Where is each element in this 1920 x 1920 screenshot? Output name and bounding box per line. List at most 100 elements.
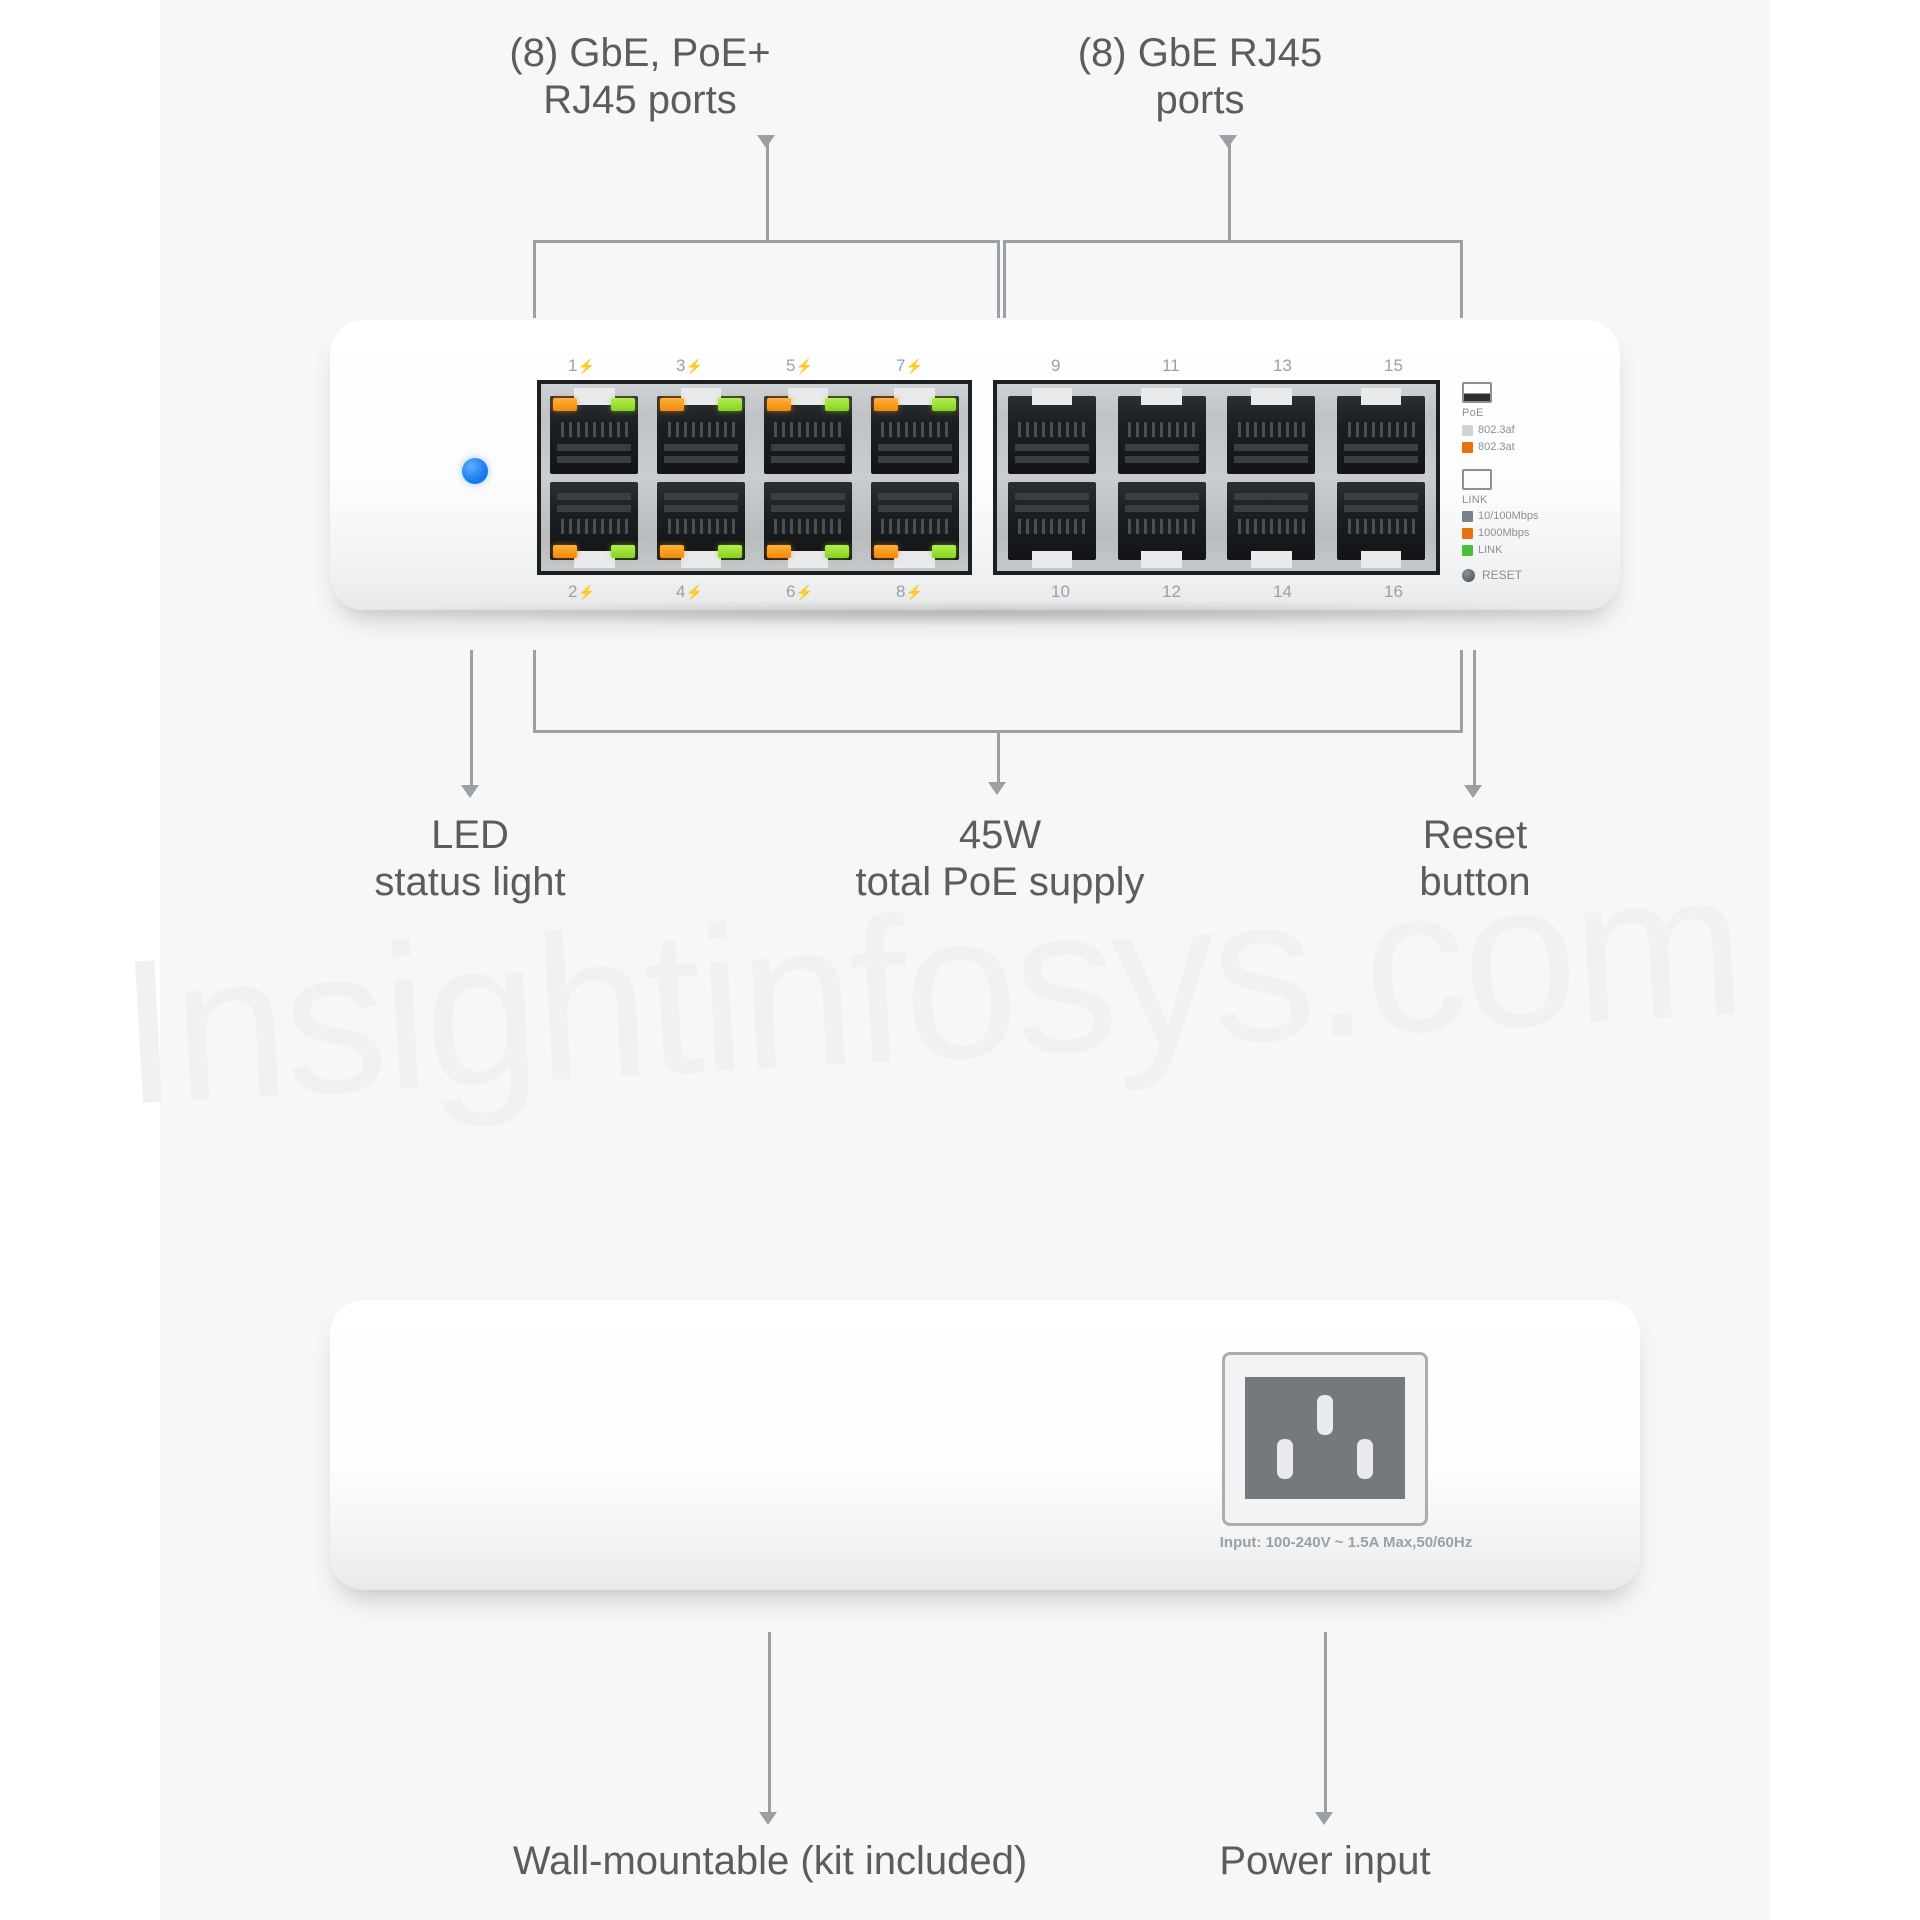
leader-poe-drop [766,192,769,242]
port-label-2: 2⚡ [568,582,595,601]
port-label-6: 6⚡ [786,582,813,601]
rj45-port-9[interactable] [1007,387,1096,474]
poe-bolt-icon: ⚡ [905,358,923,374]
callout-reset: Reset button [1419,813,1531,905]
port-label-12: 12 [1162,582,1181,601]
leader-reset-stem [1473,650,1476,790]
callout-poe-ports: (8) GbE, PoE+ RJ45 ports [509,31,771,123]
iec-pin-ground [1317,1395,1333,1435]
callout-power-input: Power input [1219,1839,1431,1883]
rj45-port-12[interactable] [1117,481,1206,568]
port-label-15: 15 [1384,356,1403,375]
rj45-port-1[interactable] [550,387,639,474]
rj45-port-13[interactable] [1227,387,1316,474]
port-led-poe [873,544,898,558]
poe-bolt-icon: ⚡ [577,584,595,600]
rj45-port-6[interactable] [763,481,852,568]
port-label-11: 11 [1162,356,1180,375]
legend-swatch-icon [1462,424,1473,436]
rj45-port-2[interactable] [550,481,639,568]
leader-gbe-right-leg [1460,240,1463,318]
port-led-poe [766,544,791,558]
legend-swatch-icon [1462,544,1473,556]
port-label-1: 1⚡ [568,356,595,375]
legend-key: 10/100Mbps [1462,509,1592,524]
rj45-port-14[interactable] [1227,481,1316,568]
leader-gbe-arrow [1219,135,1237,148]
poe-bolt-icon: ⚡ [795,358,813,374]
port-label-13: 13 [1273,356,1292,375]
legend-block-link: LINK 10/100Mbps 1000Mbps LINK [1462,468,1592,558]
poe-bolt-icon: ⚡ [577,358,595,374]
port-led-poe [873,397,898,411]
rj45-port-8[interactable] [870,481,959,568]
port-led-poe [660,397,685,411]
gbe-port-row-bottom [997,474,1436,568]
legend-key-label: 802.3af [1478,423,1515,436]
rj45-port-7[interactable] [870,387,959,474]
port-led-link [931,544,956,558]
rj45-port-16[interactable] [1337,481,1426,568]
rj45-port-15[interactable] [1337,387,1426,474]
iec-pin-neutral [1357,1439,1373,1479]
legend-key-label: LINK [1478,544,1503,557]
port-led-link [931,397,956,411]
leader-poe-left-leg [533,240,536,318]
port-led-poe [660,544,685,558]
port-led-link [824,544,849,558]
legend-key: 802.3at [1462,440,1592,455]
port-label-10: 10 [1051,582,1070,601]
page-margin-left [0,0,160,1920]
legend-key-label: 10/100Mbps [1478,510,1539,523]
poe-glyph-icon [1462,382,1492,403]
leader-poe-stem [766,140,769,192]
reset-button[interactable]: RESET [1462,568,1522,582]
leader-wallmount-stem [768,1632,771,1817]
poe-port-row-bottom [541,474,968,568]
rj45-port-10[interactable] [1007,481,1096,568]
legend-key: 802.3af [1462,423,1592,438]
status-led-indicator [462,458,488,484]
faceplate-legend: PoE 802.3af 802.3at LINK 10/100Mbps 1000… [1462,382,1592,582]
leader-poesupply-arrow [988,782,1006,795]
legend-swatch-icon [1462,441,1473,453]
poe-bolt-icon: ⚡ [795,584,813,600]
link-glyph-icon [1462,468,1492,490]
port-label-7: 7⚡ [896,356,923,375]
leader-reset-arrow [1464,785,1482,798]
port-label-3: 3⚡ [676,356,703,375]
port-label-4: 4⚡ [676,582,703,601]
rj45-port-3[interactable] [657,387,746,474]
port-led-link [611,397,636,411]
port-label-9: 9 [1051,356,1061,375]
rj45-port-5[interactable] [763,387,852,474]
poe-bolt-icon: ⚡ [905,584,923,600]
callout-led-status: LED status light [374,813,566,905]
callout-poe-supply: 45W total PoE supply [855,813,1145,905]
leader-gbe-stem [1228,140,1231,240]
rj45-port-11[interactable] [1117,387,1206,474]
port-led-link [824,397,849,411]
iec-pin-live [1277,1439,1293,1479]
gbe-port-row-top [997,387,1436,481]
iec-c14-inlet-icon [1245,1377,1405,1499]
leader-led-arrow [461,785,479,798]
poe-port-cage [537,380,972,575]
leader-powerinput-arrow [1315,1812,1333,1825]
legend-key-label: 802.3at [1478,440,1515,453]
leader-poe-arrow [757,135,775,148]
port-label-16: 16 [1384,582,1403,601]
port-label-8: 8⚡ [896,582,923,601]
legend-key: 1000Mbps [1462,526,1592,541]
power-inlet-frame [1222,1352,1428,1526]
port-led-poe [553,397,578,411]
rj45-port-4[interactable] [657,481,746,568]
poe-bolt-icon: ⚡ [685,358,703,374]
callout-gbe-ports: (8) GbE RJ45 ports [1077,31,1323,123]
port-label-5: 5⚡ [786,356,813,375]
legend-key-label: 1000Mbps [1478,527,1530,540]
leader-poesupply-right-leg [1460,650,1463,732]
port-led-poe [766,397,791,411]
callout-wall-mountable: Wall-mountable (kit included) [512,1839,1028,1883]
